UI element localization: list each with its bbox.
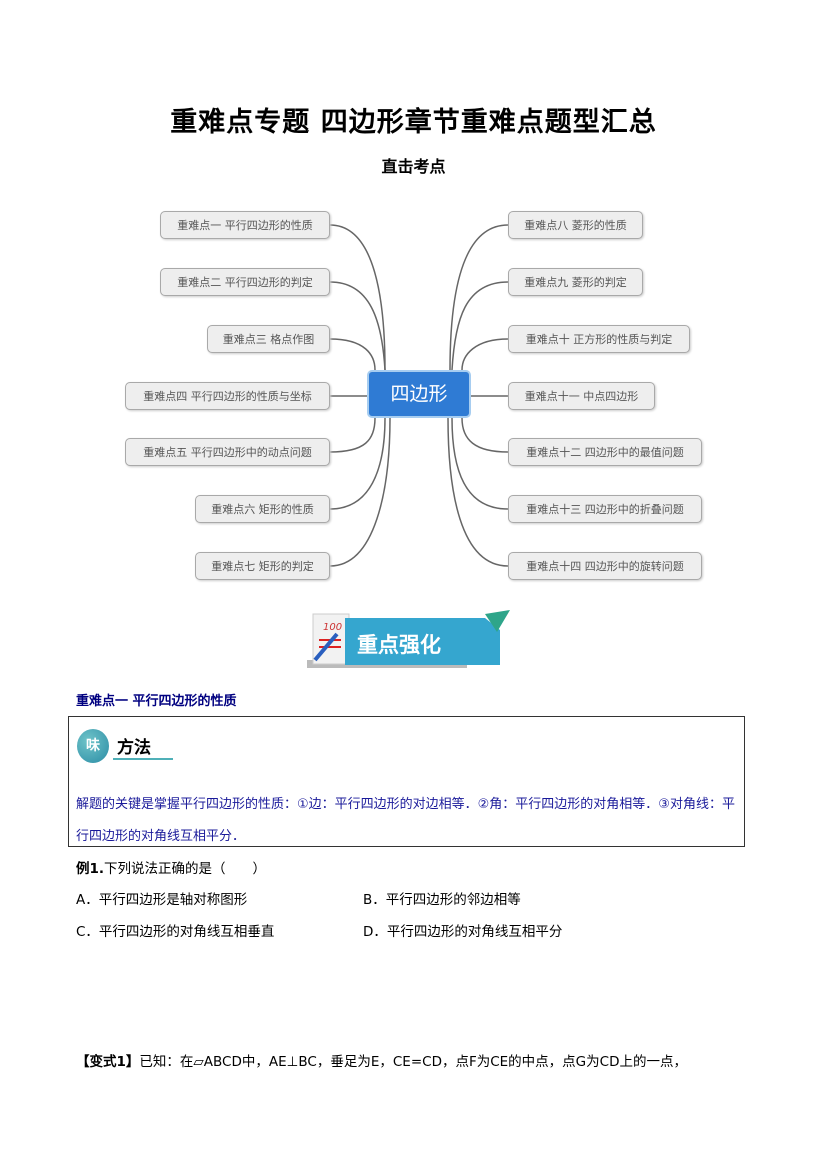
key-reinforcement-banner: 100 重点强化 (305, 610, 512, 670)
mindmap-node: 重难点九 菱形的判定 (508, 268, 643, 296)
variant-text: 已知：在▱ABCD中，AE⊥BC，垂足为E，CE=CD，点F为CE的中点，点G为… (139, 1054, 687, 1070)
mindmap-connectors (329, 224, 509, 567)
mindmap-node: 重难点十四 四边形中的旋转问题 (508, 552, 702, 580)
example-1-question: 例1.下列说法正确的是（ ） (76, 857, 266, 877)
method-text: 解题的关键是掌握平行四边形的性质：①边：平行四边形的对边相等．②角：平行四边形的… (76, 797, 735, 844)
method-icon: 味 (77, 729, 109, 763)
example-stem: 下列说法正确的是（ ） (104, 861, 267, 877)
mindmap-node: 重难点一 平行四边形的性质 (160, 211, 330, 239)
option-d: D．平行四边形的对角线互相平分 (363, 924, 563, 940)
mindmap-node: 重难点三 格点作图 (207, 325, 330, 353)
banner-graphic: 100 重点强化 (307, 610, 510, 668)
mindmap-node: 重难点八 菱形的性质 (508, 211, 643, 239)
mindmap-node: 重难点六 矩形的性质 (195, 495, 330, 523)
method-label: 方法 (117, 738, 151, 758)
mindmap-node: 重难点十 正方形的性质与判定 (508, 325, 690, 353)
option-a: A．平行四边形是轴对称图形 (76, 892, 248, 908)
variant-label: 【变式1】 (76, 1054, 140, 1070)
page-subtitle: 直击考点 (381, 157, 446, 176)
page-title: 重难点专题 四边形章节重难点题型汇总 (170, 107, 657, 138)
mindmap-center-node: 四边形 (367, 370, 471, 418)
variant-1-question: 【变式1】已知：在▱ABCD中，AE⊥BC，垂足为E，CE=CD，点F为CE的中… (76, 1050, 687, 1070)
method-underline (113, 758, 173, 760)
banner-text: 重点强化 (357, 633, 441, 657)
method-header: 味 方法 (77, 727, 177, 767)
example-label: 例1. (76, 861, 105, 877)
section-heading: 重难点一 平行四边形的性质 (76, 694, 237, 709)
method-box: 味 方法 解题的关键是掌握平行四边形的性质：①边：平行四边形的对边相等．②角：平… (68, 716, 745, 847)
mindmap-node: 重难点五 平行四边形中的动点问题 (125, 438, 330, 466)
mindmap-node: 重难点七 矩形的判定 (195, 552, 330, 580)
mindmap-node: 重难点四 平行四边形的性质与坐标 (125, 382, 330, 410)
mindmap-node: 重难点十一 中点四边形 (508, 382, 655, 410)
banner-score: 100 (323, 622, 342, 633)
option-b: B．平行四边形的邻边相等 (363, 892, 521, 908)
option-c: C．平行四边形的对角线互相垂直 (76, 924, 275, 940)
mindmap-node: 重难点十二 四边形中的最值问题 (508, 438, 702, 466)
mindmap-node: 重难点十三 四边形中的折叠问题 (508, 495, 702, 523)
mindmap-node: 重难点二 平行四边形的判定 (160, 268, 330, 296)
